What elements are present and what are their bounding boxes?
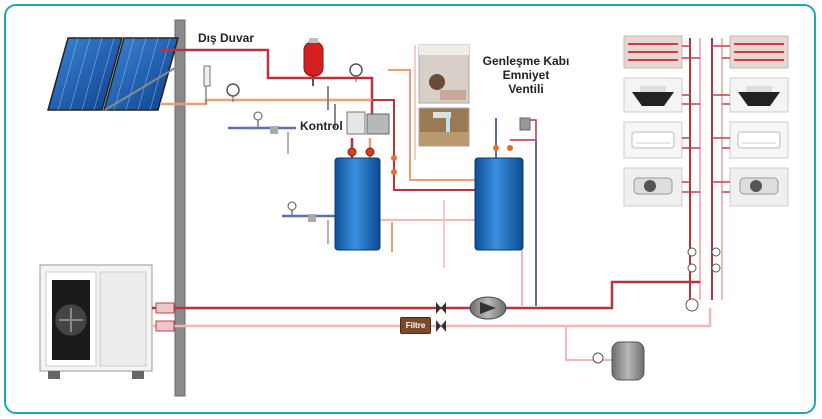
cassette-unit-icon: [730, 78, 788, 112]
bathtub-icon: [419, 45, 469, 103]
emitter-distribution-pipes: [682, 38, 730, 300]
expansion-tank-line-1: Genleşme Kabı: [466, 54, 586, 68]
valve-icon: [686, 248, 720, 311]
buffer-tank: [593, 342, 644, 380]
auxiliary-heater: [520, 118, 530, 130]
expansion-tank-label: Genleşme Kabı Emniyet Ventili: [466, 54, 586, 96]
control-label: Kontrol: [300, 119, 343, 133]
control-unit-2: [367, 114, 389, 134]
heat-pump-icon: [40, 265, 152, 379]
outer-wall: [175, 20, 185, 396]
solar-buffer-tank: [335, 158, 380, 250]
valve-group-1: [228, 112, 296, 154]
radiator-icon: [730, 168, 788, 206]
circulation-pump-icon: [470, 297, 506, 319]
underfloor-heating-icon: [730, 36, 788, 68]
thermometer-icon: [204, 66, 210, 86]
cassette-unit-icon: [624, 78, 682, 112]
hot-water-tank: [475, 158, 523, 250]
fan-coil-icon: [624, 122, 682, 158]
valve-icon: [436, 302, 446, 332]
expansion-tank-line-2: Emniyet: [466, 68, 586, 82]
solar-circuit-pipes: [160, 50, 372, 120]
expansion-tank-line-3: Ventili: [466, 82, 586, 96]
faucet-icon: [419, 108, 469, 146]
underfloor-heating-icon: [624, 36, 682, 68]
control-unit: [347, 112, 365, 134]
radiator-icon: [624, 168, 682, 206]
fan-coil-icon: [730, 122, 788, 158]
pressure-gauge-icon: [350, 64, 362, 82]
filter-label: Filtre: [400, 317, 431, 334]
outer-wall-label: Dış Duvar: [198, 31, 254, 45]
heat-exchanger-icon: [156, 303, 174, 331]
